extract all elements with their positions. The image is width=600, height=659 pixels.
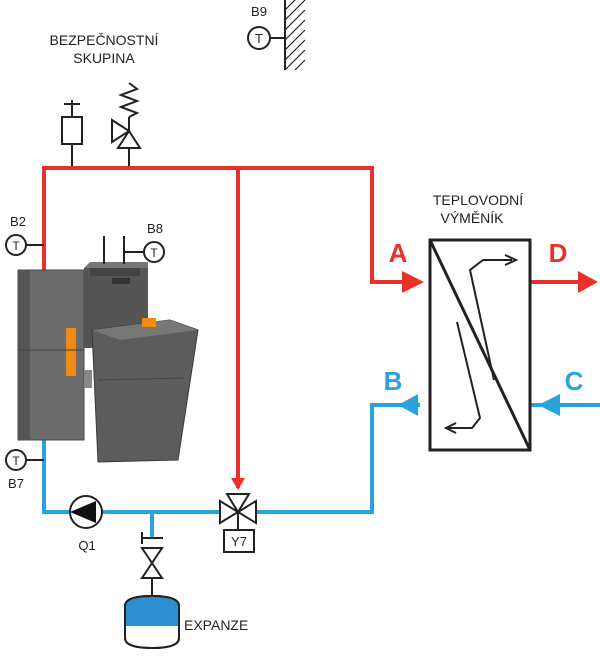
sensor-b9-label: B9 xyxy=(251,4,267,19)
svg-text:SKUPINA: SKUPINA xyxy=(73,50,135,66)
sensor-b2: T B2 xyxy=(5,214,44,256)
arrow-b xyxy=(398,394,418,416)
pump-icon: Q1 xyxy=(69,495,103,553)
safety-valve-icon xyxy=(111,82,142,168)
heat-exchanger xyxy=(428,238,532,452)
arrow-c xyxy=(538,394,560,416)
sensor-b8-label: B8 xyxy=(147,221,163,236)
svg-text:T: T xyxy=(150,246,158,260)
wall-hatch xyxy=(284,0,306,71)
svg-text:VÝMĚNÍK: VÝMĚNÍK xyxy=(440,210,504,226)
cold-pipe xyxy=(42,403,600,538)
svg-text:BEZPEČNOSTNÍ: BEZPEČNOSTNÍ xyxy=(50,32,159,48)
arrow-a xyxy=(402,271,424,293)
sensor-b9-symbol: T xyxy=(255,31,263,46)
boiler-flue xyxy=(103,236,125,264)
svg-text:T: T xyxy=(12,239,20,253)
svg-text:T: T xyxy=(12,454,20,468)
hot-pipe xyxy=(42,166,585,488)
svg-text:TEPLOVODNÍ: TEPLOVODNÍ xyxy=(433,192,523,208)
expansion-tank-icon: EXPANZE xyxy=(124,594,248,650)
sensor-b7-label: B7 xyxy=(8,476,24,491)
port-c-label: C xyxy=(565,366,584,396)
port-d-label: D xyxy=(549,238,568,268)
valve-label: Y7 xyxy=(231,534,247,549)
safety-group-label: BEZPEČNOSTNÍ SKUPINA xyxy=(50,32,159,66)
exchanger-label: TEPLOVODNÍ VÝMĚNÍK xyxy=(433,192,523,226)
sensor-b8: T B8 xyxy=(124,221,165,263)
expansion-valve-icon xyxy=(140,532,164,596)
port-a-label: A xyxy=(389,238,408,268)
arrow-valve-in xyxy=(231,478,245,490)
sensor-b7: T B7 xyxy=(5,449,44,491)
air-vent-icon xyxy=(61,100,83,168)
boiler xyxy=(17,262,199,463)
arrow-d xyxy=(578,271,598,293)
expansion-label: EXPANZE xyxy=(184,617,248,633)
port-b-label: B xyxy=(384,366,403,396)
pump-label: Q1 xyxy=(78,538,95,553)
sensor-b2-label: B2 xyxy=(10,214,26,229)
three-way-valve-icon: Y7 xyxy=(219,493,257,553)
sensor-b9: T B9 xyxy=(247,4,285,50)
pellet-hopper xyxy=(91,319,199,463)
